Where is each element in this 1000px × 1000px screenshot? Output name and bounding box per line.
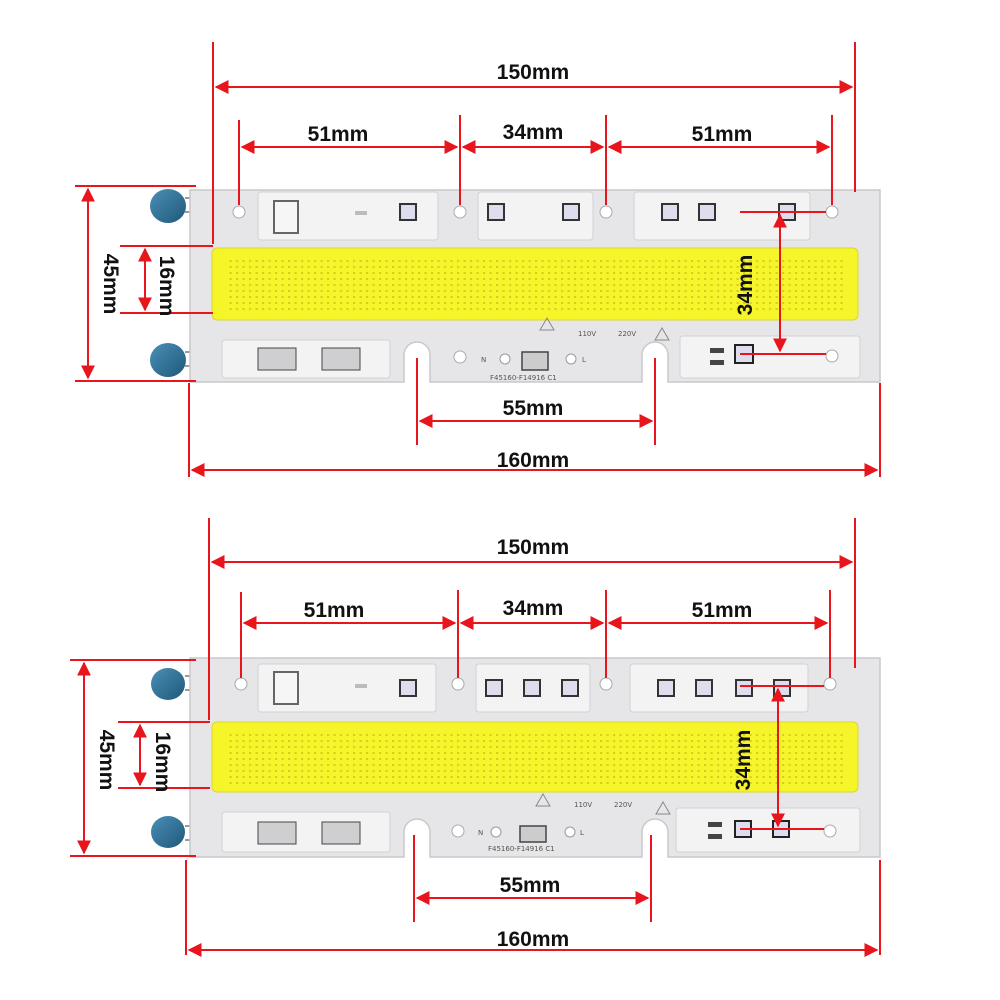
marking-l: L: [582, 356, 586, 364]
label-overall-board: 160mm: [497, 928, 569, 951]
label-middle-segment: 34mm: [503, 121, 564, 144]
label-height: 45mm: [95, 730, 118, 791]
label-left-segment: 51mm: [308, 123, 369, 146]
marking-l: L: [580, 829, 584, 837]
label-right-segment: 51mm: [692, 123, 753, 146]
warning-triangle-icon: [539, 317, 555, 331]
label-notch-spacing: 55mm: [503, 397, 564, 420]
label-left-segment: 51mm: [304, 599, 365, 622]
label-overall-led: 150mm: [497, 61, 569, 84]
marking-part: F45160-F14916 C1: [490, 374, 557, 382]
rectifier-chip: [273, 200, 299, 234]
label-middle-segment: 34mm: [503, 597, 564, 620]
dimension-labels-bottom: 150mm 51mm 34mm 51mm 45mm 16mm 34mm 55mm…: [95, 536, 755, 951]
marking-n: N: [478, 829, 483, 837]
marking-220v: 220V: [618, 330, 636, 338]
board-top: 110V 220V N L F45160-F14916 C1: [150, 189, 881, 383]
marking-110v: 110V: [574, 801, 592, 809]
label-overall-led: 150mm: [497, 536, 569, 559]
warning-triangle-icon: [535, 793, 551, 807]
marking-110v: 110V: [578, 330, 596, 338]
marking-220v: 220V: [614, 801, 632, 809]
label-hole-spacing: 34mm: [732, 730, 755, 791]
label-right-segment: 51mm: [692, 599, 753, 622]
dimensions-bottom: [70, 518, 881, 957]
label-led-height: 16mm: [155, 256, 178, 317]
label-notch-spacing: 55mm: [500, 874, 561, 897]
board-bottom: 110V 220V N L F45160-F14916 C1: [151, 657, 881, 858]
label-hole-spacing: 34mm: [734, 255, 757, 316]
marking-part: F45160-F14916 C1: [488, 845, 555, 853]
dimensions-top: [75, 42, 881, 477]
hazard-triangle-icon: [655, 801, 671, 815]
label-overall-board: 160mm: [497, 449, 569, 472]
label-led-height: 16mm: [151, 732, 174, 793]
hazard-triangle-icon: [654, 327, 670, 341]
label-height: 45mm: [99, 254, 122, 315]
dimension-labels-top: 150mm 51mm 34mm 51mm 45mm 16mm 34mm 55mm…: [99, 61, 757, 472]
marking-n: N: [481, 356, 486, 364]
